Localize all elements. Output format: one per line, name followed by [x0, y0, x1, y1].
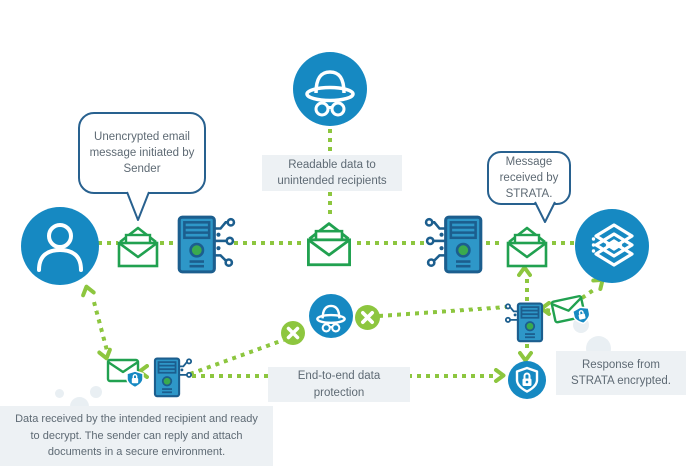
- readable-data-label: Readable data to unintended recipients: [262, 155, 402, 191]
- strata-callout-tail: [532, 201, 558, 230]
- strata-callout-text: Message received by STRATA.: [499, 155, 559, 201]
- hacker-spy-icon: [293, 52, 367, 131]
- shield-lock-icon: [508, 361, 546, 404]
- secure-device-icon: [503, 298, 547, 351]
- received-email-icon: [504, 221, 550, 274]
- flow-line: [525, 344, 529, 353]
- sender-callout-text: Unencrypted email message initiated by S…: [89, 130, 195, 176]
- readable-data-text: Readable data to unintended recipients: [277, 158, 387, 187]
- flow-line: [357, 241, 425, 245]
- flow-line: [92, 301, 109, 351]
- flow-line: [160, 241, 176, 245]
- e2e-protection-text: End-to-end data protection: [297, 370, 381, 399]
- arrow-icon: [96, 345, 114, 363]
- flow-line-blocked: [378, 304, 511, 318]
- arrow-icon: [517, 264, 532, 279]
- strata-logo-icon: [575, 209, 649, 288]
- flow-line: [525, 279, 529, 303]
- receiving-server-icon: [424, 212, 488, 281]
- arrow-icon: [136, 364, 151, 379]
- flow-line: [486, 241, 502, 245]
- open-email-icon: [115, 221, 161, 274]
- response-encrypted-text: Response from STRATA encrypted.: [571, 358, 671, 387]
- strata-callout-bubble: Message received by STRATA.: [487, 151, 571, 205]
- recipient-note-text: Data received by the intended recipient …: [15, 413, 258, 459]
- e2e-protection-label: End-to-end data protection: [268, 367, 410, 402]
- flow-line: [552, 241, 574, 245]
- sender-user-icon: [21, 207, 99, 290]
- encrypted-email-icon: [548, 286, 596, 338]
- arrow-icon: [492, 368, 507, 383]
- secure-device-icon: [150, 355, 194, 404]
- decor-bubble: [55, 389, 64, 398]
- decor-bubble: [90, 386, 102, 398]
- intercepted-email-icon: [304, 216, 354, 273]
- flow-line: [234, 241, 304, 245]
- blocked-x-icon: [355, 305, 380, 335]
- blocked-x-icon: [281, 321, 305, 350]
- blocked-hacker-icon: [309, 294, 353, 343]
- sender-callout-tail: [124, 191, 152, 228]
- recipient-note-box: Data received by the intended recipient …: [0, 406, 273, 466]
- sender-callout-bubble: Unencrypted email message initiated by S…: [78, 112, 206, 194]
- flow-line: [98, 241, 118, 245]
- arrow-icon: [518, 349, 533, 364]
- encrypted-email-icon: [106, 352, 146, 397]
- response-encrypted-label: Response from STRATA encrypted.: [556, 351, 686, 395]
- arrow-icon: [78, 281, 96, 299]
- mail-server-icon: [172, 212, 236, 281]
